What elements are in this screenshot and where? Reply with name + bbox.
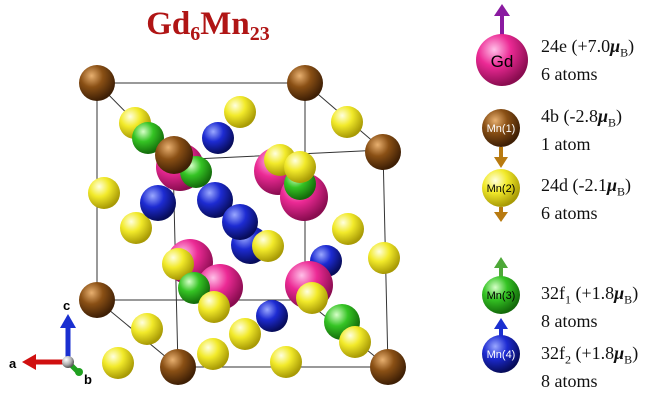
atom-mn4 — [197, 182, 233, 218]
legend-spheres: Gd Mn(1) Mn(2) Mn(3) Mn(4) — [476, 4, 528, 373]
atom-mn2 — [120, 212, 152, 244]
legend-mn4-text: 32f2 (+1.8μB) 8 atoms — [541, 343, 639, 391]
atom-mn2 — [332, 213, 364, 245]
atom-mn1 — [370, 349, 406, 385]
atom-mn4 — [256, 300, 288, 332]
legend-mn1-text: 4b (-2.8μB) 1 atom — [541, 106, 623, 154]
atom-mn1 — [155, 136, 193, 174]
legend-gd-sphere — [476, 34, 528, 86]
axes-origin — [62, 356, 74, 368]
atom-mn1 — [79, 65, 115, 101]
atom-mn2 — [224, 96, 256, 128]
legend-gd-label: Gd — [491, 52, 514, 71]
legend-mn4-sphere — [482, 335, 520, 373]
legend-gd-text: 24e (+7.0μB) 6 atoms — [541, 36, 635, 84]
legend-mn4-label: Mn(4) — [487, 349, 516, 361]
atom-mn2 — [162, 248, 194, 280]
legend-mn2-label: Mn(2) — [487, 183, 516, 195]
atom-mn2 — [284, 151, 316, 183]
axis-label-b: b — [84, 372, 92, 387]
atom-mn4 — [202, 122, 234, 154]
axes-triad: c a b — [9, 298, 92, 387]
atom-mn4 — [140, 185, 176, 221]
atom-mn1 — [160, 349, 196, 385]
atom-mn2 — [331, 106, 363, 138]
atom-mn1 — [287, 65, 323, 101]
axis-label-c: c — [63, 298, 70, 313]
legend-mn3-text: 32f1 (+1.8μB) 8 atoms — [541, 283, 639, 331]
atom-mn2 — [252, 230, 284, 262]
legend-mn2-sphere — [482, 169, 520, 207]
atoms — [79, 65, 406, 385]
atom-mn1 — [365, 134, 401, 170]
atom-mn2 — [368, 242, 400, 274]
atom-mn1 — [79, 282, 115, 318]
atom-mn2 — [270, 346, 302, 378]
legend-mn1-sphere — [482, 109, 520, 147]
atom-mn3 — [178, 272, 210, 304]
legend-mn3-sphere — [482, 276, 520, 314]
atom-mn2 — [339, 326, 371, 358]
atom-mn2 — [229, 318, 261, 350]
legend-mn1-label: Mn(1) — [487, 123, 516, 135]
figure-title: Gd6Mn23 — [146, 6, 270, 45]
atom-mn2 — [88, 177, 120, 209]
atom-mn2 — [131, 313, 163, 345]
atom-mn2 — [197, 338, 229, 370]
legend-mn3-label: Mn(3) — [487, 290, 516, 302]
axis-label-a: a — [9, 356, 17, 371]
atom-mn2 — [296, 282, 328, 314]
legend-mn2-text: 24d (-2.1μB) 6 atoms — [541, 175, 632, 223]
atom-mn2 — [198, 291, 230, 323]
atom-mn4 — [222, 204, 258, 240]
atom-mn3 — [132, 122, 164, 154]
atom-mn2 — [102, 347, 134, 379]
